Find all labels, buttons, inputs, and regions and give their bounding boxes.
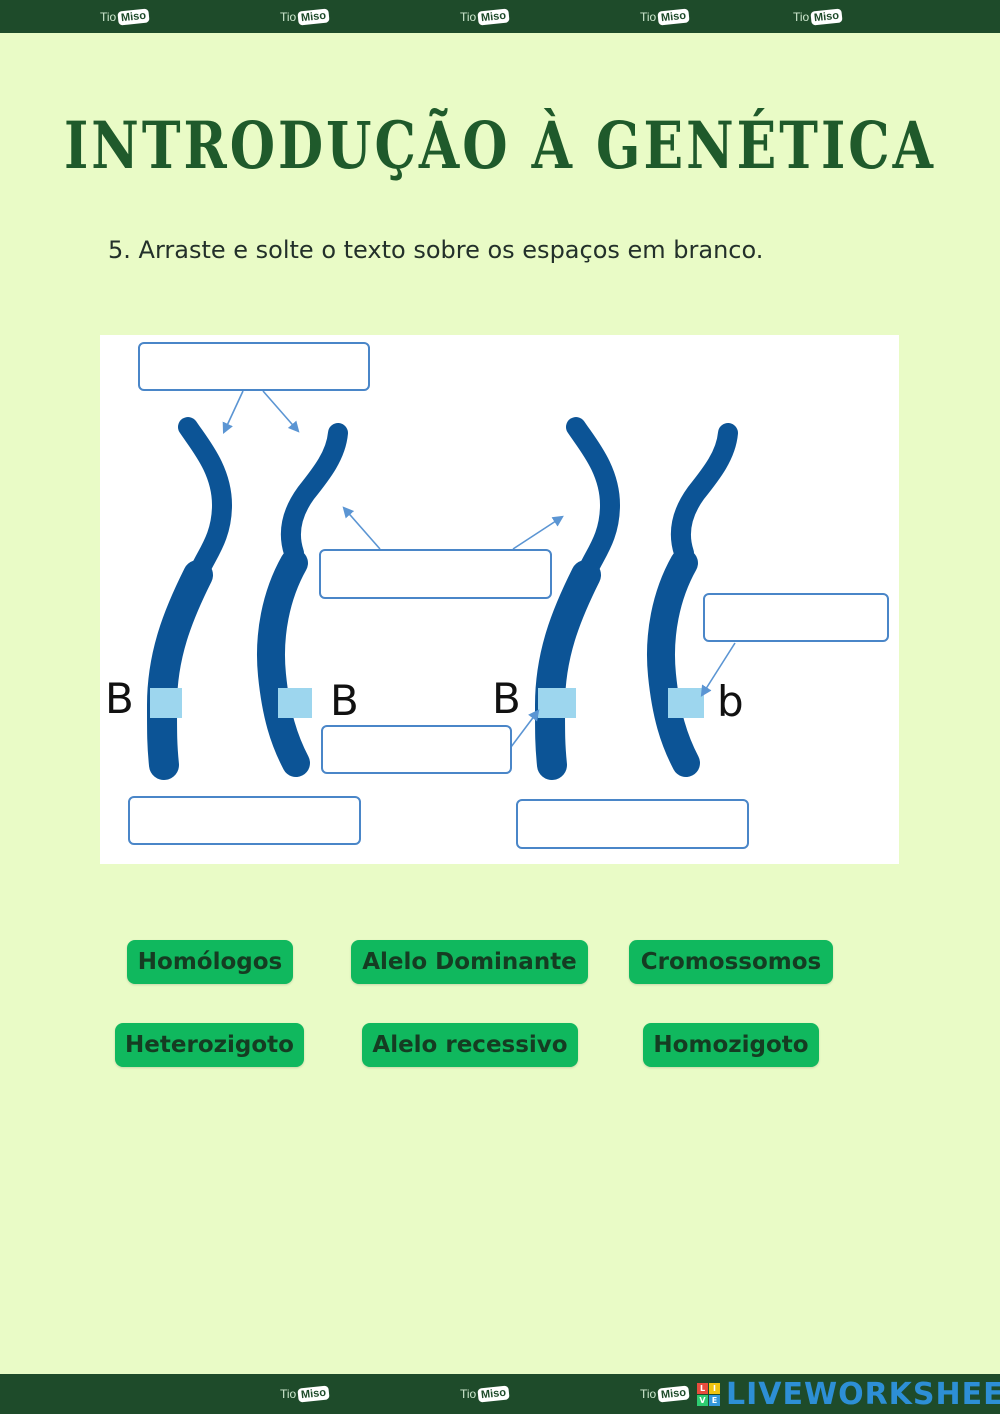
drop-zone-4[interactable]	[321, 725, 512, 774]
liveworksheets-brand[interactable]: L I V E LIVEWORKSHEETS	[697, 1374, 1000, 1414]
liveworksheets-wordmark: LIVEWORKSHEETS	[726, 1376, 1000, 1412]
drop-zone-6[interactable]	[516, 799, 749, 849]
word-chip-cromossomos[interactable]: Cromossomos	[629, 940, 833, 984]
drop-zone-5[interactable]	[128, 796, 361, 845]
page-title: INTRODUÇÃO À GENÉTICA	[63, 108, 937, 185]
chromosome-1	[146, 417, 233, 780]
chromosome-diagram: B B B b	[100, 335, 899, 864]
allele-label: B	[330, 676, 359, 725]
allele-label: b	[717, 677, 744, 726]
drop-zone-3[interactable]	[703, 593, 889, 642]
word-chip-homologos[interactable]: Homólogos	[127, 940, 293, 984]
liveworksheets-icon: L I V E	[697, 1382, 720, 1406]
word-chip-heterozigoto[interactable]: Heterozigoto	[115, 1023, 304, 1067]
word-chip-alelo-dominante[interactable]: Alelo Dominante	[351, 940, 588, 984]
chromosome-3	[534, 417, 621, 780]
chromosome-illustration	[146, 390, 738, 780]
allele-label: B	[105, 674, 134, 723]
drop-zone-2[interactable]	[319, 549, 552, 599]
word-chip-alelo-recessivo[interactable]: Alelo recessivo	[362, 1023, 578, 1067]
instruction-text: 5. Arraste e solte o texto sobre os espa…	[108, 236, 764, 264]
allele-label: B	[492, 674, 521, 723]
chromosome-2	[256, 423, 348, 777]
drop-zone-1[interactable]	[138, 342, 370, 391]
chromosome-4	[646, 423, 738, 777]
pointer-arrows	[222, 390, 736, 748]
word-chip-homozigoto[interactable]: Homozigoto	[643, 1023, 819, 1067]
